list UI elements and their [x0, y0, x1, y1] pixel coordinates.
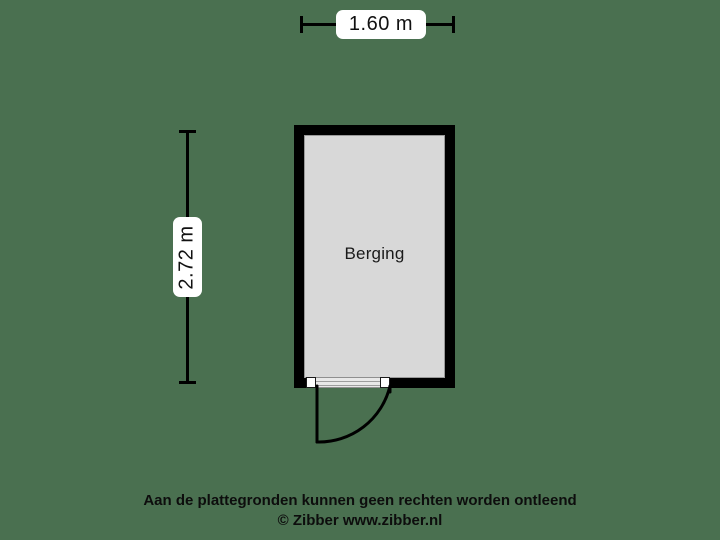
room-label-berging: Berging [344, 244, 405, 263]
dimension-cap-top-icon [179, 130, 196, 133]
door-threshold [316, 377, 380, 388]
dimension-label-height: 2.72 m [173, 217, 202, 297]
footer-credit-text: © Zibber www.zibber.nl [277, 512, 443, 529]
dimension-cap-right-icon [452, 16, 455, 33]
door-swing-arc-icon [315, 384, 392, 444]
room-floor-berging [304, 135, 445, 378]
dimension-cap-bottom-icon [179, 381, 196, 384]
dimension-cap-left-icon [300, 16, 303, 33]
dimension-label-width: 1.60 m [336, 10, 426, 39]
door-jamb-right-icon [380, 377, 390, 388]
dimension-label-height-text: 2.72 m [176, 224, 198, 290]
footer-disclaimer: Aan de plattegronden kunnen geen rechten… [0, 491, 720, 531]
footer-disclaimer-text: Aan de plattegronden kunnen geen rechten… [143, 492, 577, 509]
door-jamb-left-icon [306, 377, 316, 388]
dimension-label-width-text: 1.60 m [348, 13, 414, 35]
